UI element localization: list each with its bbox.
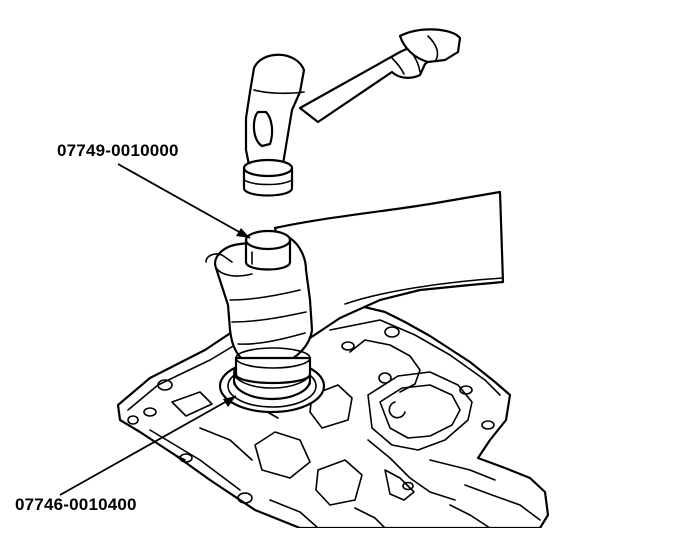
hammer: [242, 28, 462, 197]
leader-arrowhead-top: [236, 228, 250, 238]
callout-label-driver: 07749-0010000: [57, 141, 179, 160]
leader-arrowhead-bottom: [223, 396, 236, 407]
leader-line-bottom: [59, 395, 237, 496]
callout-leaders: [59, 163, 251, 496]
leader-line-top: [117, 163, 251, 239]
transmission-case: [116, 304, 550, 530]
hand-with-driver: [205, 190, 505, 385]
callout-label-attachment: 07746-0010400: [15, 495, 137, 514]
